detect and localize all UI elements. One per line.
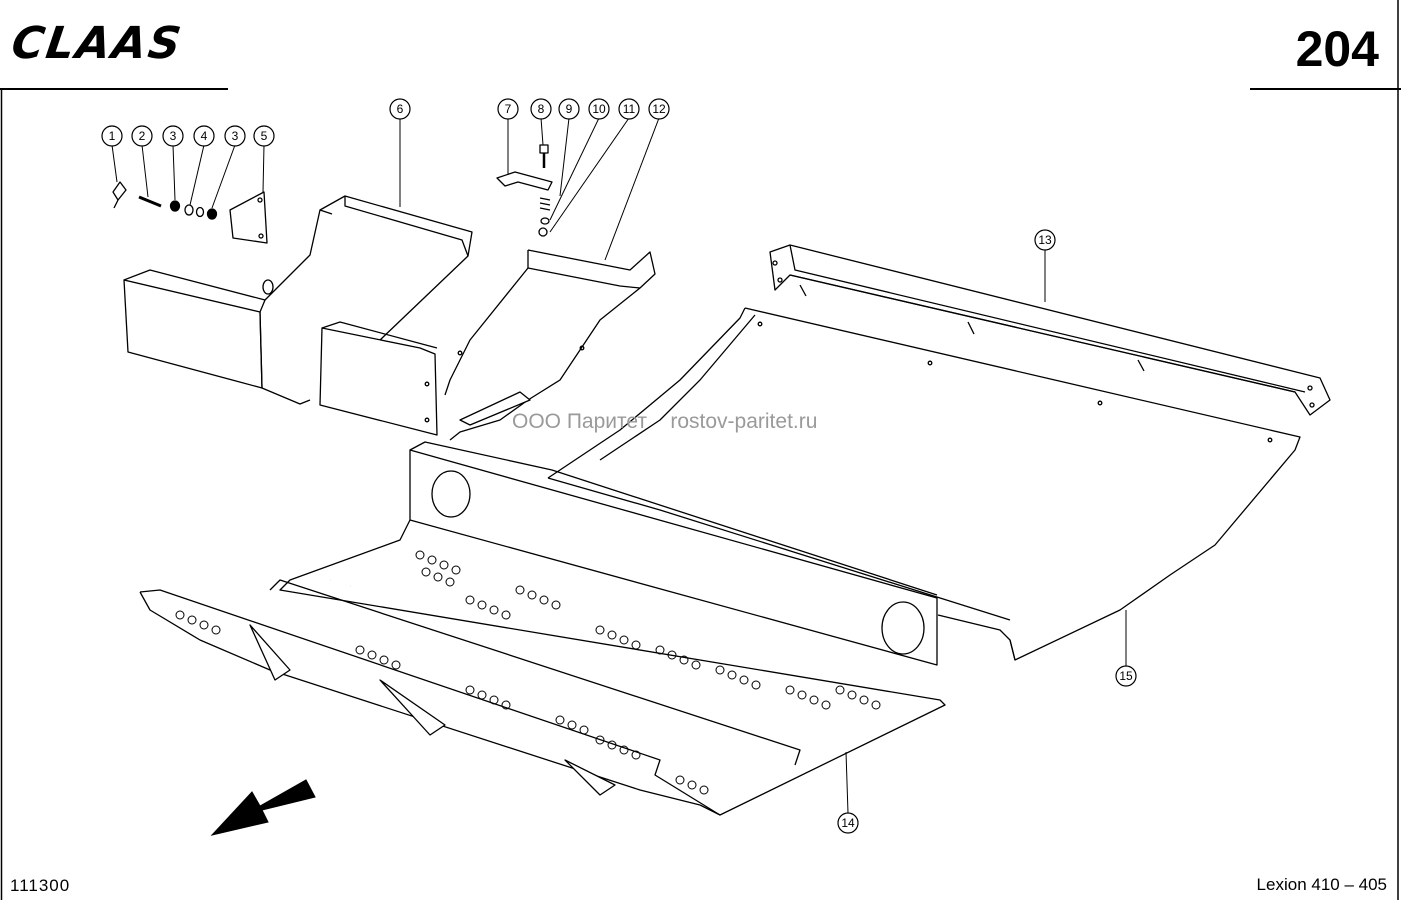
callout-2 (131, 125, 153, 147)
watermark: ООО Паритет rostov-paritet.ru (512, 410, 817, 434)
document-code: 111300 (10, 876, 71, 895)
callout-label: 9 (566, 102, 573, 116)
callout-14 (837, 812, 859, 834)
part-9-spring (539, 197, 551, 211)
header-rule-right (1250, 88, 1401, 90)
callout-label: 10 (592, 102, 606, 116)
callout-8 (530, 98, 552, 120)
part-4-washer (184, 204, 194, 216)
part-8-screw (539, 144, 549, 168)
header-rule-left (0, 88, 228, 90)
callout-4 (193, 125, 215, 147)
part-7-bracket (496, 171, 553, 191)
callout-leaders (111, 117, 1127, 814)
callout-11 (618, 98, 640, 120)
callout-label: 7 (505, 102, 512, 116)
callout-7 (497, 98, 519, 120)
watermark-website: rostov-paritet.ru (670, 410, 818, 433)
part-6-side-deflector (123, 195, 473, 436)
part-1-lock-pin (112, 181, 127, 209)
callout-3b (224, 125, 246, 147)
callout-label: 1 (109, 129, 116, 143)
part-5-plate (229, 191, 268, 244)
part-2-bolt (138, 195, 162, 208)
model-label: Lexion 410 – 405 (1256, 875, 1387, 894)
part-12-guide-plate (444, 249, 656, 441)
callout-label: 5 (261, 129, 268, 143)
callout-6 (389, 98, 411, 120)
sieve-perforations (330, 579, 351, 587)
callout-label: 6 (397, 102, 404, 116)
part-4b-washer (195, 206, 205, 218)
callout-15 (1115, 665, 1137, 687)
callout-1 (101, 125, 123, 147)
callout-label: 15 (1119, 669, 1133, 683)
callout-10 (588, 98, 610, 120)
part-3b-nut (206, 208, 218, 220)
callout-label: 3 (232, 129, 239, 143)
page-number: 204 (1295, 21, 1379, 77)
perforation-holes (175, 550, 881, 795)
callout-label: 13 (1038, 233, 1052, 247)
callout-label: 11 (623, 102, 636, 116)
callout-9 (558, 98, 580, 120)
part-13-cross-beam (769, 244, 1331, 416)
callout-3 (162, 125, 184, 147)
part-14-sieve-tray (139, 441, 946, 816)
callout-label: 12 (652, 102, 666, 116)
part-10-washer (540, 217, 550, 225)
callout-5 (253, 125, 275, 147)
callout-label: 14 (841, 816, 855, 830)
part-15-cover-sheet (547, 307, 1301, 661)
callout-label: 3 (170, 129, 177, 143)
watermark-company: ООО Паритет (512, 410, 648, 433)
callout-13 (1034, 229, 1056, 251)
callout-label: 4 (201, 129, 208, 143)
callout-label: 2 (139, 129, 146, 143)
arrow-down-left-icon (210, 779, 316, 836)
part-11-nut (538, 227, 548, 237)
callout-label: 8 (538, 102, 545, 116)
callout-12 (648, 98, 670, 120)
part-3-nut (169, 200, 181, 212)
